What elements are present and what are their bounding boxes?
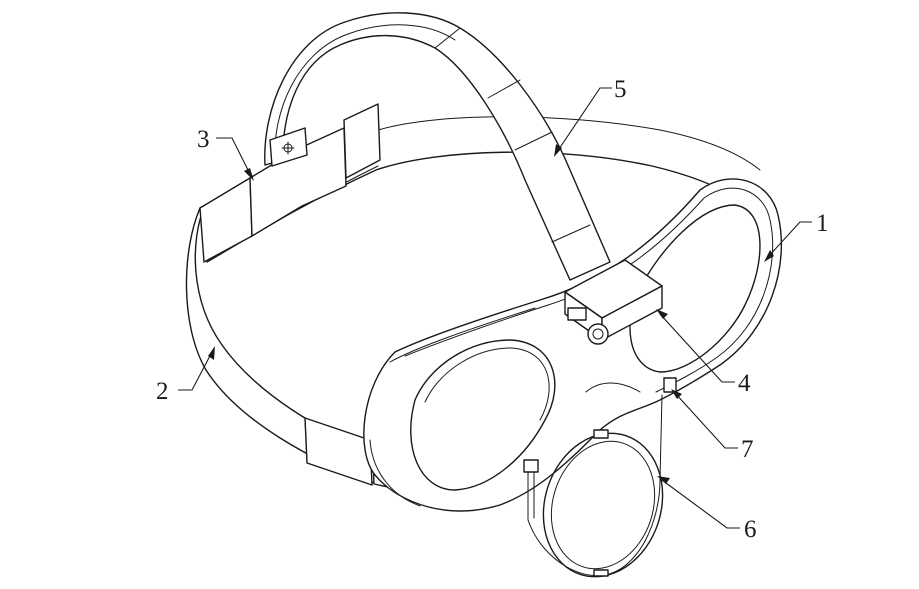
connector-tab [663, 377, 677, 393]
callout-1: 1 [816, 210, 829, 237]
callout-5: 5 [614, 76, 627, 103]
callout-4: 4 [738, 370, 751, 397]
callout-6: 6 [744, 516, 757, 543]
callout-3: 3 [197, 126, 210, 153]
top-strap [264, 12, 611, 281]
leader-lines [178, 87, 812, 529]
callout-2: 2 [156, 378, 169, 405]
rear-adjuster [199, 103, 381, 263]
lens-attachment [523, 394, 664, 578]
callout-7: 7 [741, 436, 754, 463]
face-frame [363, 178, 783, 512]
callout-labels: 1 2 3 4 5 6 7 [156, 76, 829, 543]
strap-clamp [564, 259, 663, 345]
